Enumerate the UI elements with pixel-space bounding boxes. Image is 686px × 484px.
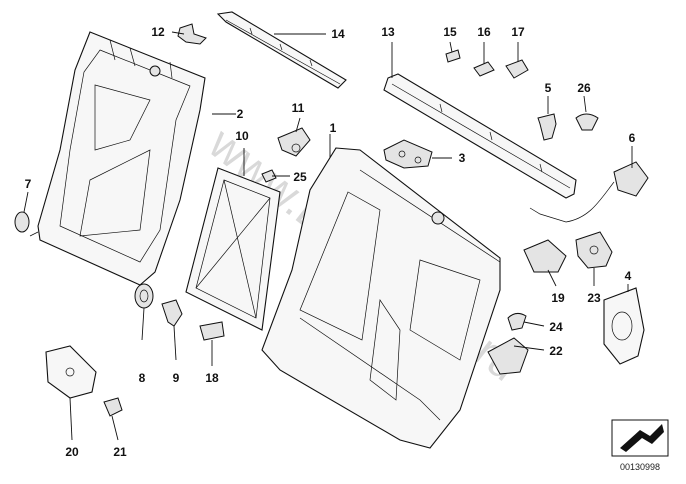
- leader-lines: [23, 31, 633, 441]
- diagram-reference: 00130998: [620, 462, 660, 472]
- callout-25: 25: [293, 170, 307, 184]
- part-19-latch: [523, 239, 567, 273]
- part-14-rail: [216, 11, 347, 89]
- callout-9: 9: [173, 371, 180, 385]
- part-7-washer: [14, 211, 30, 233]
- part-18-clip: [199, 321, 225, 341]
- part-24-clip: [507, 312, 527, 331]
- part-26-cap: [575, 113, 599, 131]
- callout-7: 7: [25, 177, 32, 191]
- part-10-frame: [185, 167, 281, 331]
- callout-12: 12: [151, 25, 165, 39]
- callout-26: 26: [577, 81, 591, 95]
- part-13-rail: [383, 73, 577, 199]
- part-9-bolt: [161, 299, 183, 327]
- callout-17: 17: [511, 25, 525, 39]
- callout-6: 6: [629, 131, 636, 145]
- callout-24: 24: [549, 320, 563, 334]
- callout-19: 19: [551, 291, 565, 305]
- callout-8: 8: [139, 371, 146, 385]
- callout-20: 20: [65, 445, 79, 459]
- part-3-hinge: [383, 139, 433, 169]
- part-20-latch: [45, 345, 97, 399]
- callout-3: 3: [459, 151, 466, 165]
- part-4-trim-cover: [603, 287, 645, 365]
- callout-23: 23: [587, 291, 601, 305]
- part-16-screw: [473, 61, 495, 77]
- callout-2: 2: [237, 107, 244, 121]
- callout-labels: 1 2 3 4 5 6 7 8 9 10 11 12 13 14 15 16 1…: [25, 25, 636, 459]
- callout-21: 21: [113, 445, 127, 459]
- callout-14: 14: [331, 27, 345, 41]
- callout-18: 18: [205, 371, 219, 385]
- callout-13: 13: [381, 25, 395, 39]
- part-1-seat-back: [261, 147, 501, 449]
- part-15-screw: [445, 49, 461, 63]
- part-22-bracket: [487, 337, 529, 375]
- arrow-view-icon: [611, 419, 669, 457]
- callout-15: 15: [443, 25, 457, 39]
- callout-5: 5: [545, 81, 552, 95]
- part-5-fastener: [537, 113, 557, 141]
- part-17-screw: [505, 59, 529, 79]
- part-6-cable-latch: [529, 161, 649, 223]
- part-25-nut: [261, 169, 277, 183]
- callout-4: 4: [625, 269, 632, 283]
- callout-10: 10: [235, 129, 249, 143]
- part-23-bracket: [575, 231, 613, 269]
- part-2-backrest-frame: [29, 31, 206, 286]
- callout-1: 1: [330, 121, 337, 135]
- part-8-ring: [134, 283, 154, 309]
- callout-11: 11: [292, 101, 305, 115]
- part-12-clip: [177, 23, 207, 45]
- part-21-screw: [103, 397, 123, 417]
- callout-22: 22: [549, 344, 563, 358]
- callout-16: 16: [477, 25, 491, 39]
- part-11-bracket: [277, 127, 311, 157]
